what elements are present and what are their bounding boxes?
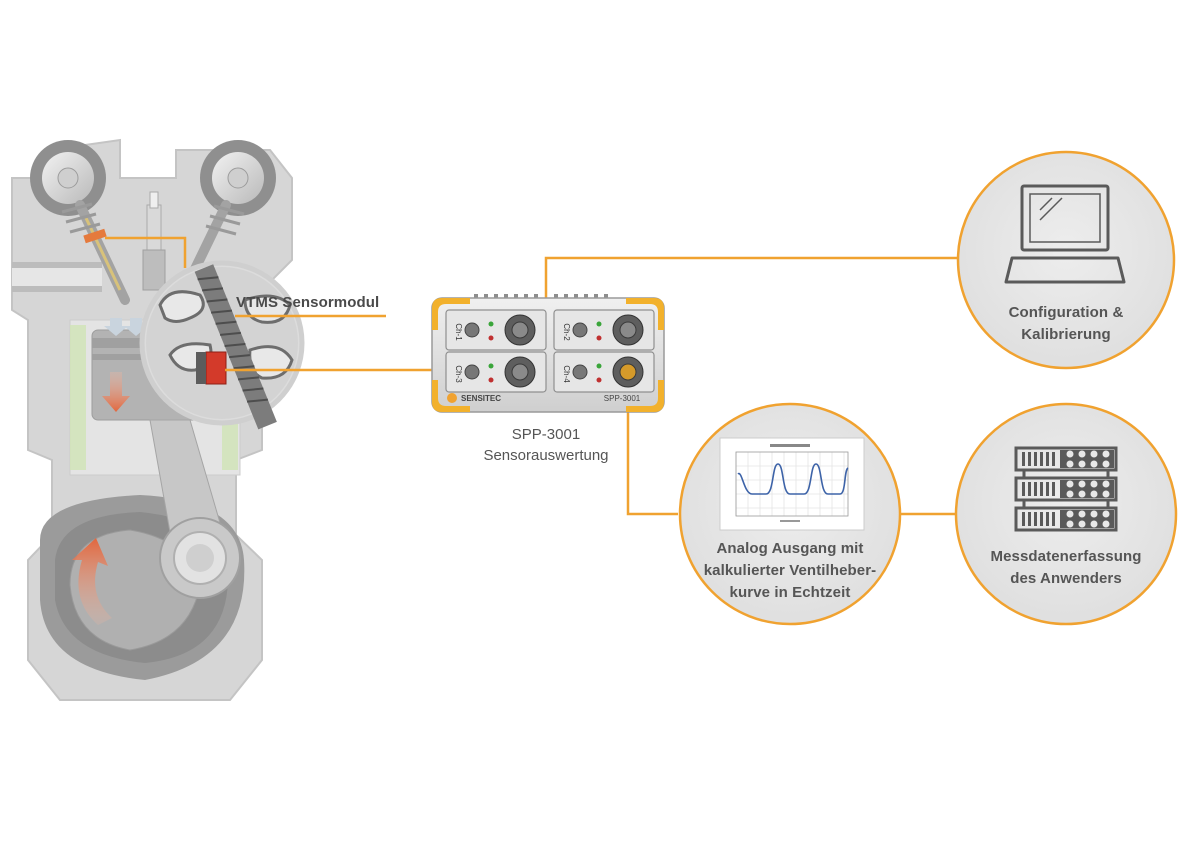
sensor-module-label: VTMS Sensormodul: [236, 294, 380, 311]
connector-device-config: [544, 256, 958, 298]
brand-text: SENSITEC: [461, 394, 501, 403]
node-config: [956, 150, 1176, 370]
acquisition-label-line1: Messdatenerfassung: [990, 548, 1142, 565]
acquisition-label: Messdatenerfassung des Anwenders: [980, 546, 1152, 590]
analog-label-line1: Analog Ausgang mit: [716, 540, 864, 557]
laptop-icon: [1004, 184, 1126, 284]
spp-3001-device: Ch-1 Ch-2 Ch-3 Ch-4 SENSITEC SPP-3001: [431, 294, 665, 413]
config-label-line2: Kalibrierung: [1021, 326, 1111, 343]
analog-label-line3: kurve in Echtzeit: [729, 584, 851, 601]
device-caption-model: SPP-3001: [511, 426, 581, 443]
config-label-line1: Configuration &: [1008, 304, 1124, 321]
node-analog: [678, 402, 902, 626]
analog-label: Analog Ausgang mit kalkulierter Ventilhe…: [700, 538, 880, 604]
channel-label: Ch-2: [562, 323, 571, 341]
device-caption-desc: Sensorauswertung: [483, 447, 609, 464]
config-label: Configuration & Kalibrierung: [990, 302, 1142, 346]
sensor-element: [205, 351, 227, 385]
model-print: SPP-3001: [604, 394, 641, 403]
connector-engine-top: [105, 236, 187, 268]
chart-thumbnail: [719, 437, 865, 531]
sensitec-logo-icon: [447, 393, 457, 403]
device-caption: SPP-3001 Sensorauswertung: [470, 424, 622, 466]
channel-label: Ch-3: [454, 365, 463, 383]
sensor-magnifier: [139, 260, 305, 430]
channel-label: Ch-4: [562, 365, 571, 383]
analog-label-line2: kalkulierter Ventilheber-: [703, 562, 877, 579]
node-acquisition: [954, 402, 1178, 626]
connector-device-analog: [626, 410, 678, 516]
acquisition-label-line2: des Anwenders: [1010, 570, 1122, 587]
server-rack-icon: [1014, 446, 1118, 532]
channel-label: Ch-1: [454, 323, 463, 341]
connection-lines: [105, 236, 958, 516]
